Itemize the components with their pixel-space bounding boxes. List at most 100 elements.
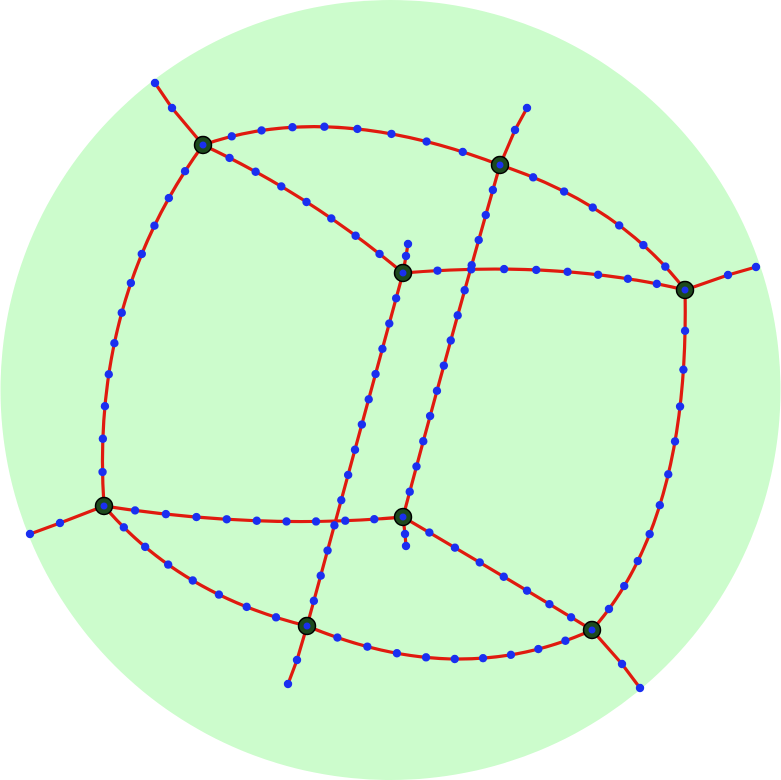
edge-a-b-sample-point	[320, 122, 329, 131]
vertex-f-center-point	[399, 513, 407, 521]
edge-b-f-sample-point	[474, 235, 483, 245]
vertices-layer	[94, 135, 695, 640]
vertex-e-center-point	[100, 502, 108, 510]
edge-d-g-sample-point	[343, 470, 353, 480]
vertex-a-center-point	[199, 141, 207, 149]
edge-a-e-sample-point	[150, 221, 159, 230]
edge-b-f-sample-point	[432, 386, 442, 396]
edge-c-h-sample-point	[604, 604, 614, 614]
stub-b-out-sample-point	[510, 125, 520, 135]
edge-a-b	[201, 125, 502, 167]
edge-c-h-sample-point	[664, 470, 673, 479]
edge-b-f-sample-point	[439, 361, 449, 370]
edge-e-g-sample-point	[188, 576, 197, 585]
stub-c-out-sample-point	[751, 262, 761, 272]
stub-g-out-sample-point	[283, 679, 293, 689]
edge-d-g-sample-point	[391, 294, 401, 303]
edge-d-g-sample-point	[330, 521, 339, 530]
edge-d-c-sample-point	[433, 266, 442, 275]
edge-g-h-sample-point	[421, 653, 431, 662]
edge-b-f-sample-point	[481, 210, 490, 220]
edge-a-b-sample-point	[422, 137, 431, 146]
vertex-d-center-point	[399, 269, 407, 277]
edge-b-f-sample-point	[425, 411, 435, 421]
edge-c-h-sample-point	[633, 556, 642, 566]
edge-c-h-sample-point	[645, 529, 654, 539]
edge-a-b-sample-point	[227, 132, 236, 141]
edge-f-h-sample-point	[522, 586, 532, 595]
edge-c-h-sample-point	[655, 501, 665, 510]
edge-d-c	[401, 267, 687, 292]
edge-d-g-sample-point	[316, 571, 325, 580]
edge-e-g-sample-point	[242, 602, 251, 612]
edge-g-h-sample-point	[333, 633, 342, 642]
edge-d-g-sample-point	[309, 596, 319, 606]
edge-e-f-sample-point	[311, 517, 321, 526]
edge-a-e-sample-point	[180, 166, 190, 176]
edge-c-h	[590, 288, 687, 632]
edge-a-d-sample-point	[327, 214, 336, 223]
edge-a-b-sample-point	[288, 123, 297, 132]
edge-g-h-sample-point	[534, 644, 543, 654]
vertex-c-center-point	[681, 286, 689, 294]
edge-a-e-sample-point	[164, 193, 174, 203]
edge-g-h-sample-point	[363, 642, 372, 651]
edge-e-f-sample-point	[341, 516, 350, 525]
stub-e-out-sample-point	[25, 529, 35, 539]
edge-a-b-sample-point	[257, 126, 266, 135]
edge-e-g-sample-point	[214, 590, 224, 599]
edge-e-f-sample-point	[161, 509, 171, 519]
edge-e-f-sample-point	[370, 515, 379, 524]
edge-a-e-sample-point	[137, 249, 146, 259]
edge-a-e-sample-point	[98, 467, 107, 477]
vertex-g-center-point	[303, 622, 311, 630]
stub-f-down-sample-point	[400, 529, 410, 539]
edge-e-f-sample-point	[192, 512, 201, 522]
edge-g-h-sample-point	[506, 650, 516, 660]
edge-a-b-sample-point	[387, 129, 396, 139]
edge-b-f-sample-point	[419, 437, 428, 446]
stub-g-out-sample-point	[292, 655, 302, 665]
edge-a-d-sample-point	[351, 231, 360, 240]
stub-a-out-sample-point	[150, 78, 160, 88]
edge-f-h-sample-point	[545, 599, 554, 609]
edge-b-c-sample-point	[528, 173, 538, 182]
edge-c-h-sample-point	[675, 402, 685, 411]
edge-a-d-sample-point	[302, 197, 311, 207]
edge-e-f-sample-point	[282, 517, 291, 526]
edge-b-f-sample-point	[405, 487, 414, 496]
edge-g-h-sample-point	[392, 649, 402, 658]
edge-d-g-sample-point	[364, 395, 373, 404]
edge-b-f-sample-point	[453, 311, 462, 320]
stub-h-out-sample-point	[617, 659, 627, 669]
edge-e-g-sample-point	[163, 560, 173, 569]
edge-b-c-sample-point	[614, 221, 624, 230]
edge-e-f-sample-point	[130, 506, 140, 515]
edge-d-c-sample-point	[593, 270, 603, 279]
edge-f-h-sample-point	[450, 543, 460, 552]
edge-b-c-sample-point	[661, 262, 670, 271]
stub-b-out-sample-point	[522, 103, 532, 113]
edge-g-h-sample-point	[450, 654, 459, 664]
edge-c-h-sample-point	[620, 581, 629, 591]
edge-a-d-sample-point	[277, 182, 286, 191]
edge-d-g-sample-point	[337, 495, 346, 505]
edge-f-h-sample-point	[475, 558, 484, 567]
edge-b-c-sample-point	[559, 187, 569, 196]
edge-b-f-sample-point	[488, 185, 498, 195]
edge-e-g-sample-point	[271, 613, 281, 622]
edge-e-f-sample-point	[252, 516, 261, 525]
stub-f-down-sample-point	[401, 541, 411, 551]
edge-a-e-sample-point	[104, 370, 113, 379]
edge-e-g-sample-point	[119, 523, 128, 532]
edge-e-g-sample-point	[140, 542, 150, 552]
edge-a-e-sample-point	[100, 401, 110, 411]
edge-b-f-sample-point	[467, 260, 476, 270]
edge-a-b-sample-point	[458, 147, 467, 157]
edge-c-h-sample-point	[679, 365, 688, 374]
edge-f-h-sample-point	[425, 528, 434, 537]
edge-c-h-sample-point	[670, 437, 680, 446]
edge-c-h-sample-point	[680, 326, 690, 336]
edge-a-b-sample-point	[353, 124, 362, 134]
